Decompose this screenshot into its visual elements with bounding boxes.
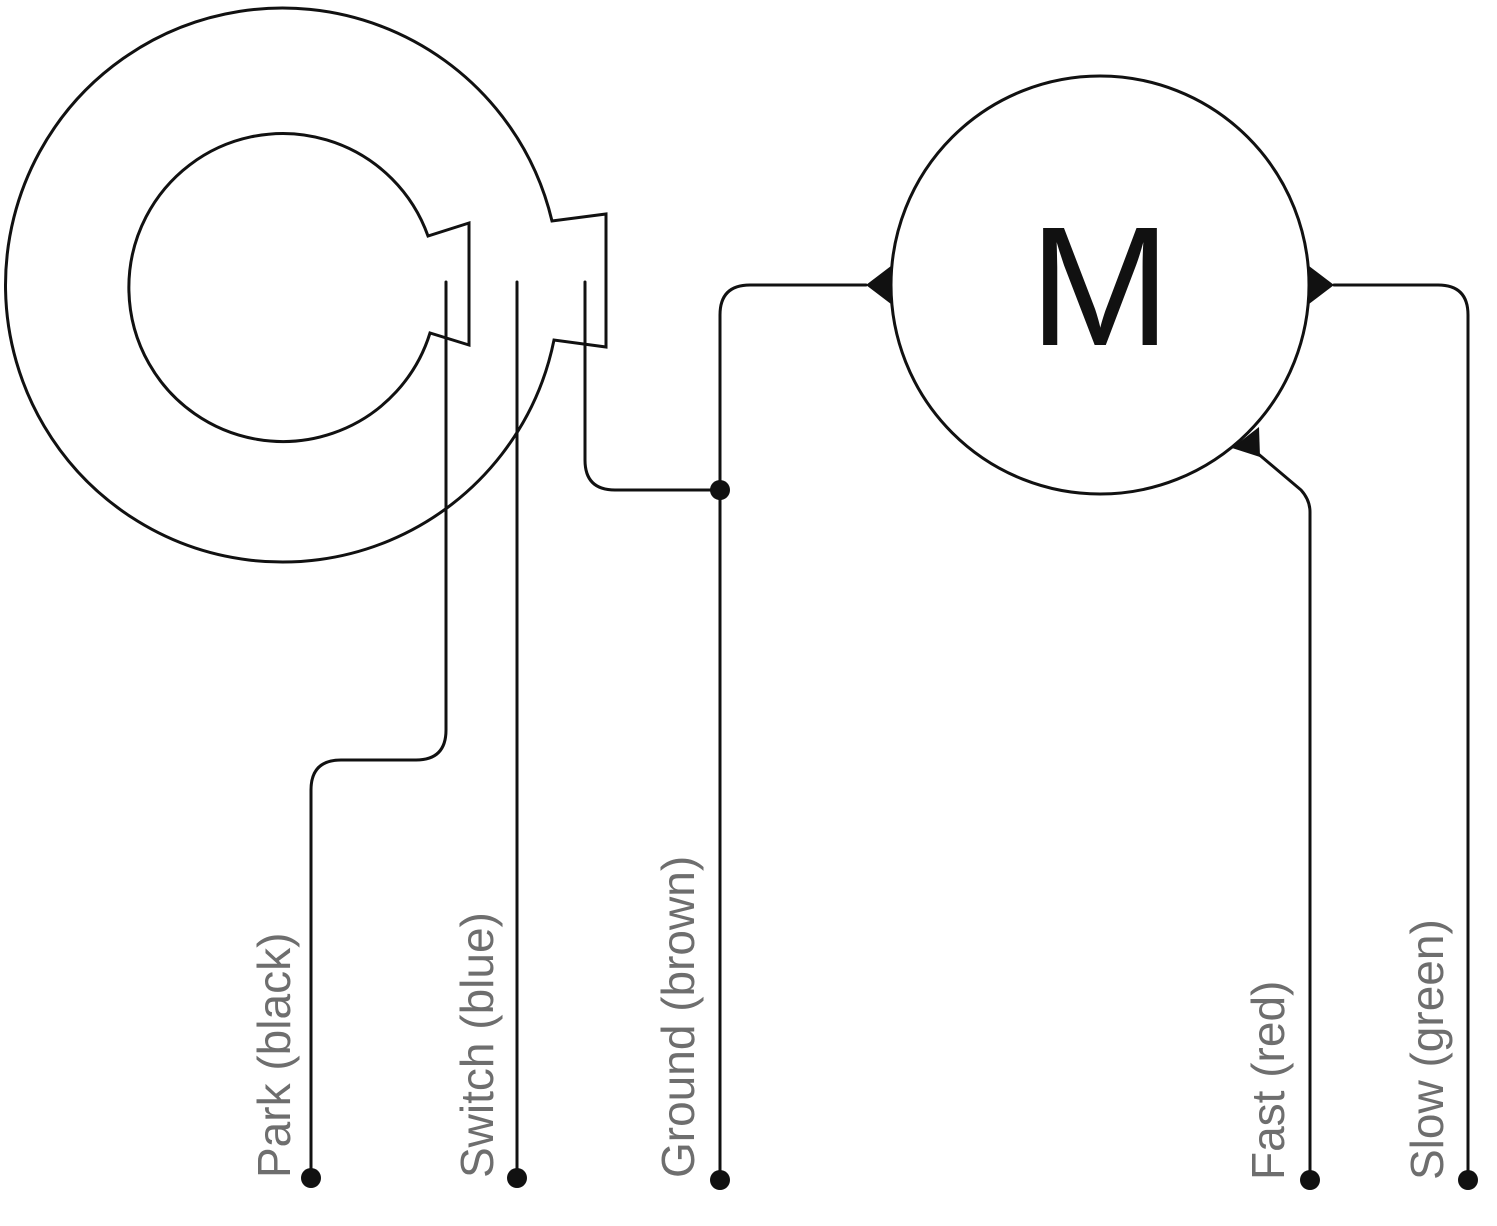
park-wire [309, 280, 448, 1180]
ground-terminal [710, 1170, 730, 1190]
slow-wire [1332, 283, 1470, 1182]
switch-wire-label: Switch (blue) [451, 912, 503, 1178]
ground-wire [718, 283, 868, 1182]
ground-junction-node [710, 480, 730, 500]
park-wire-label: Park (black) [248, 933, 300, 1178]
motor-letter: M [1029, 192, 1171, 382]
fast-wire-label: Fast (red) [1242, 981, 1294, 1180]
slow-wire-label: Slow (green) [1401, 919, 1453, 1180]
ground-wire-label: Ground (brown) [652, 856, 704, 1178]
motor-brush-fast [1232, 427, 1260, 457]
cam-ground-contact-wire [583, 280, 722, 492]
motor-brush-left [866, 266, 891, 304]
slow-terminal [1458, 1170, 1478, 1190]
motor-brush-right [1309, 266, 1334, 304]
park-cam-inner-disc [127, 132, 471, 444]
fast-wire [1254, 450, 1312, 1182]
switch-terminal [507, 1168, 527, 1188]
park-terminal [301, 1168, 321, 1188]
fast-terminal [1300, 1170, 1320, 1190]
